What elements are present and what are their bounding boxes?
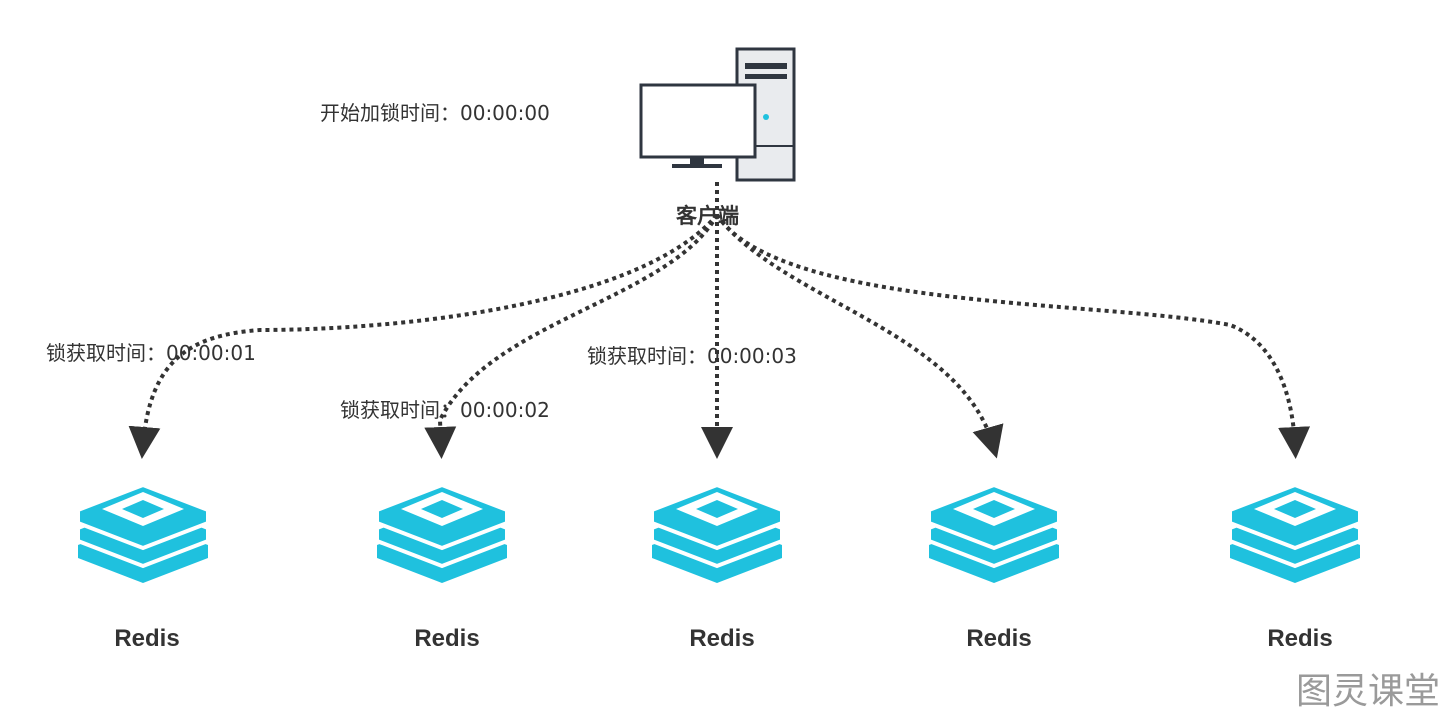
redis-node-3: Redis xyxy=(650,483,784,652)
redis-label-2: Redis xyxy=(414,625,479,652)
redis-node-4: Redis xyxy=(927,483,1061,652)
redis-logo-icon xyxy=(650,483,784,585)
acquire-time-label-2: 锁获取时间：00:00:02 xyxy=(340,398,550,422)
redis-label-1: Redis xyxy=(114,625,179,652)
acquire-time-label-3: 锁获取时间：00:00:03 xyxy=(587,344,797,368)
desktop-computer-icon xyxy=(639,47,796,182)
start-time-label: 开始加锁时间：00:00:00 xyxy=(320,101,550,125)
connector-to-redis-1 xyxy=(128,213,719,459)
redis-label-5: Redis xyxy=(1267,625,1332,652)
acquire-time-label-1: 锁获取时间：00:00:01 xyxy=(46,341,256,365)
redis-logo-icon xyxy=(927,483,1061,585)
redis-logo-icon xyxy=(76,483,210,585)
redis-logo-icon xyxy=(1228,483,1362,585)
redis-node-1: Redis xyxy=(76,483,210,652)
connector-to-redis-5 xyxy=(715,213,1311,459)
connector-to-redis-4 xyxy=(715,213,1004,459)
client-label: 客户端 xyxy=(676,204,739,228)
watermark: 图灵课堂 xyxy=(1296,671,1440,712)
redis-node-5: Redis xyxy=(1228,483,1362,652)
redis-label-4: Redis xyxy=(966,625,1031,652)
redis-label-3: Redis xyxy=(689,625,754,652)
redis-node-2: Redis xyxy=(375,483,509,652)
connector-to-redis-2 xyxy=(424,214,719,459)
redis-logo-icon xyxy=(375,483,509,585)
